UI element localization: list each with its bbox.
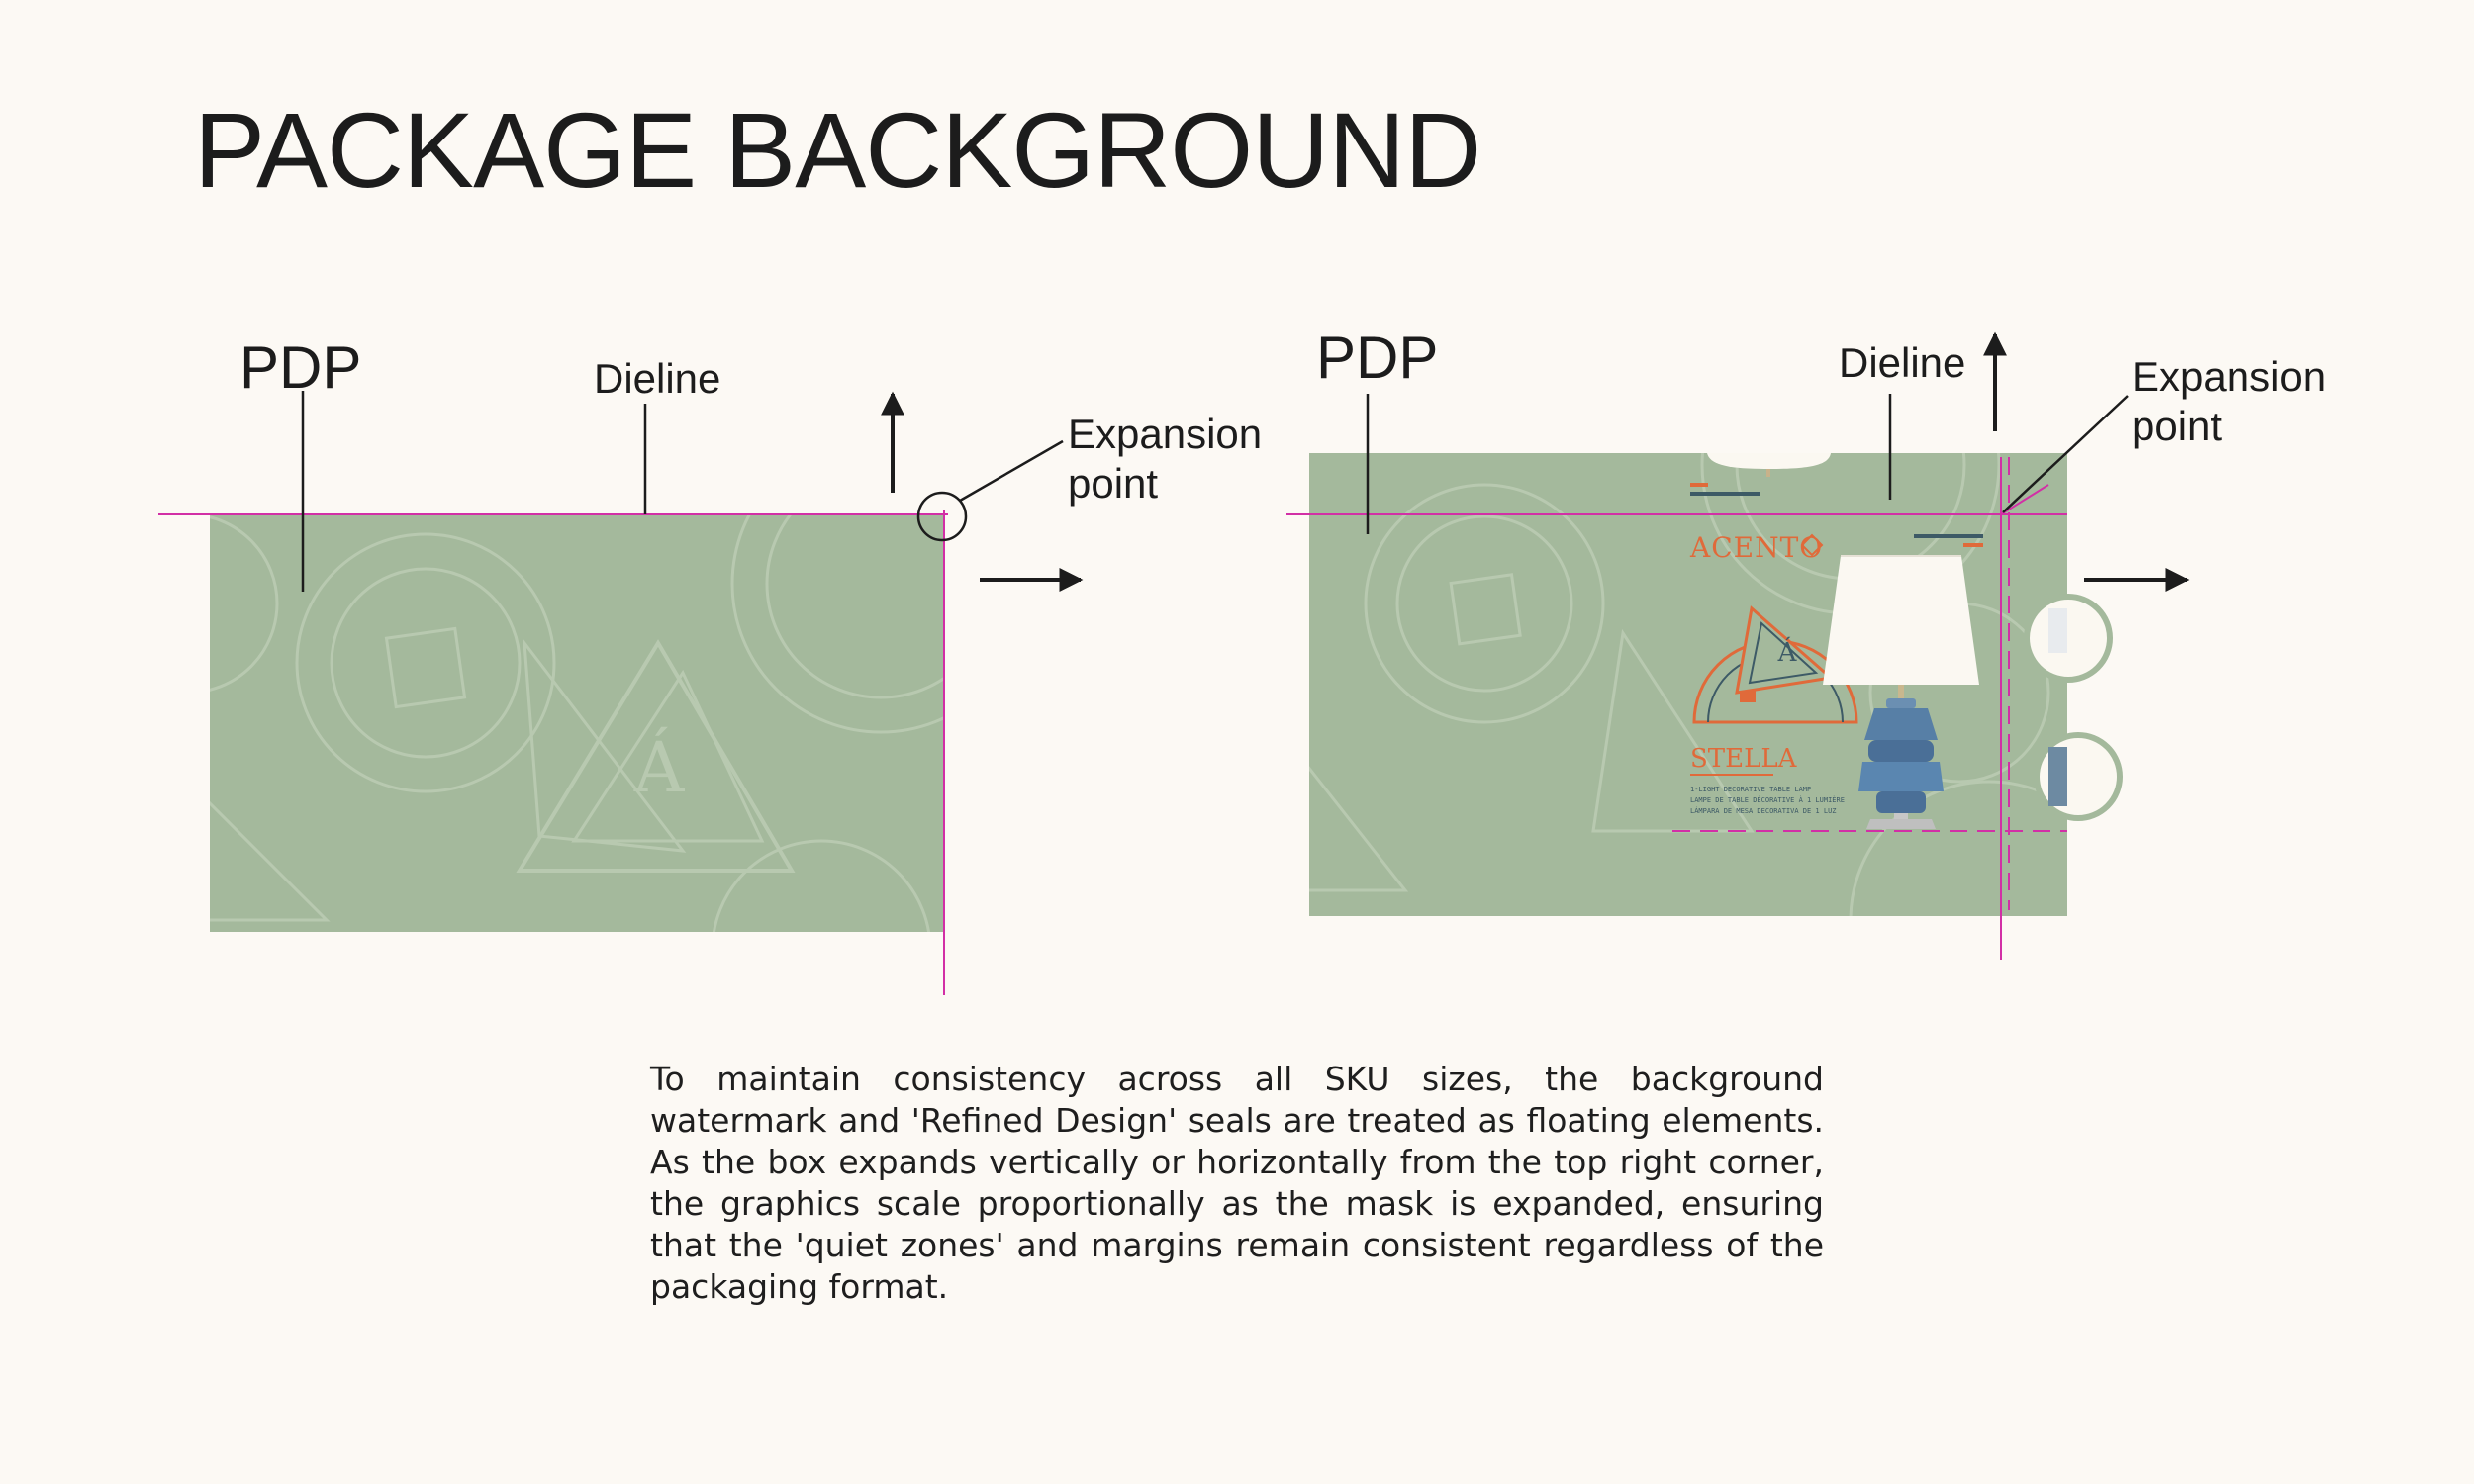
right-dieline-label: Dieline <box>1839 339 1966 386</box>
left-pointers <box>301 391 1064 592</box>
left-seal-letter: Á <box>633 727 686 808</box>
product-desc-es: LÁMPARA DE MESA DECORATIVA DE 1 LUZ <box>1690 806 1837 815</box>
page-title: PACKAGE BACKGROUND <box>194 90 1481 210</box>
right-expansion-label: Expansion point <box>2132 353 2327 449</box>
right-dieline-guides <box>1286 457 2067 960</box>
left-dieline-label: Dieline <box>594 355 721 402</box>
brand-diamond-icon <box>1800 533 1824 557</box>
svg-text:Á: Á <box>1777 636 1798 668</box>
right-safe-zone-guides <box>1672 457 2067 910</box>
left-dieline-guides <box>158 510 948 995</box>
left-package: Á <box>210 514 944 932</box>
product-name: STELLA <box>1690 744 1798 774</box>
brand-logo: ACENTO <box>1689 531 1823 564</box>
description-paragraph: To maintain consistency across all SKU s… <box>650 1060 1824 1306</box>
right-pdp-label: PDP <box>1316 325 1439 391</box>
right-package: ACENTO Á STELLA 1-LIGHT DECORATIVE TABLE… <box>1309 453 2123 916</box>
lamp-image <box>1823 555 1979 829</box>
right-pointers <box>1366 394 2129 534</box>
left-expansion-label: Expansion point <box>1068 411 1263 507</box>
product-desc-fr: LAMPE DE TABLE DÉCORATIVE À 1 LUMIÈRE <box>1690 795 1845 804</box>
left-pdp-label: PDP <box>239 334 362 401</box>
left-watermark <box>210 514 944 932</box>
product-desc-en: 1-LIGHT DECORATIVE TABLE LAMP <box>1690 786 1811 793</box>
refined-design-seals: Á <box>1692 605 1858 724</box>
